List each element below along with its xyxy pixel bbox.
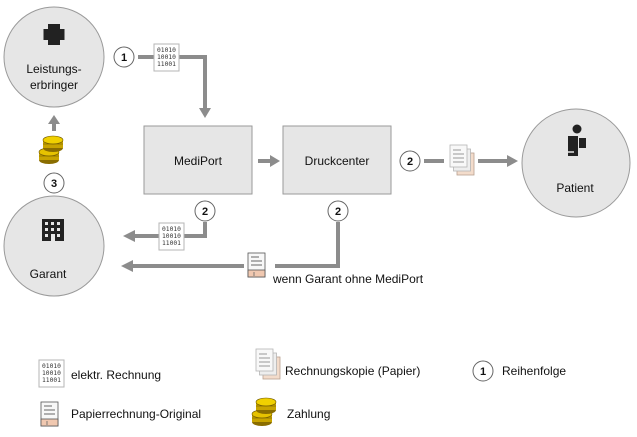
paper-original-icon bbox=[247, 252, 266, 278]
svg-text:01010: 01010 bbox=[157, 47, 176, 54]
node-mediport: MediPort bbox=[143, 125, 253, 195]
svg-text:10010: 10010 bbox=[157, 54, 176, 61]
legend-paper-copy-icon bbox=[255, 348, 281, 380]
leistungserbringer-label-2: erbringer bbox=[30, 78, 78, 92]
legend-electronic-invoice-icon: 01010 10010 11001 bbox=[38, 359, 65, 388]
legend-label-zahlung: Zahlung bbox=[287, 407, 330, 421]
medical-cross-icon bbox=[43, 24, 65, 45]
svg-text:01010: 01010 bbox=[162, 226, 181, 233]
annotation-garant-ohne-mediport: wenn Garant ohne MediPort bbox=[272, 272, 424, 286]
electronic-invoice-icon: 01010 10010 11001 bbox=[153, 43, 180, 72]
leistungserbringer-label-1: Leistungs- bbox=[26, 62, 81, 76]
svg-text:3: 3 bbox=[51, 178, 57, 190]
legend-step-marker: 1 bbox=[472, 360, 494, 382]
svg-text:10010: 10010 bbox=[162, 233, 181, 240]
electronic-invoice-icon: 01010 10010 11001 bbox=[158, 222, 185, 251]
node-leistungserbringer: Leistungs- erbringer bbox=[3, 6, 105, 108]
step-marker-2-mediport-garant: 2 bbox=[194, 200, 216, 222]
svg-text:1: 1 bbox=[121, 52, 127, 64]
legend-label-rechnungskopie: Rechnungskopie (Papier) bbox=[285, 364, 420, 378]
svg-text:2: 2 bbox=[407, 156, 413, 168]
svg-text:01010: 01010 bbox=[42, 363, 61, 370]
node-patient: Patient bbox=[521, 108, 631, 218]
arrow-druckcenter-to-patient bbox=[424, 155, 518, 167]
svg-text:11001: 11001 bbox=[42, 377, 61, 384]
svg-text:10010: 10010 bbox=[42, 370, 61, 377]
arrow-mediport-to-garant bbox=[123, 222, 207, 242]
svg-text:11001: 11001 bbox=[157, 61, 176, 68]
node-druckcenter: Druckcenter bbox=[282, 125, 392, 195]
node-garant: Garant bbox=[3, 195, 105, 297]
step-marker-3: 3 bbox=[43, 172, 65, 194]
arrow-druckcenter-to-garant bbox=[121, 222, 340, 272]
paper-copy-icon bbox=[449, 144, 475, 176]
svg-text:2: 2 bbox=[335, 206, 341, 218]
arrow-mediport-to-druckcenter bbox=[258, 155, 280, 167]
legend: 01010 10010 11001 elektr. Rechnung Papie… bbox=[38, 348, 566, 427]
legend-payment-coins-icon bbox=[251, 397, 277, 427]
payment-coins-icon bbox=[38, 135, 64, 165]
svg-text:2: 2 bbox=[202, 206, 208, 218]
mediport-label: MediPort bbox=[174, 154, 223, 168]
svg-text:11001: 11001 bbox=[162, 240, 181, 247]
step-marker-2-druckcenter-garant: 2 bbox=[327, 200, 349, 222]
druckcenter-label: Druckcenter bbox=[305, 154, 370, 168]
legend-label-reihenfolge: Reihenfolge bbox=[502, 364, 566, 378]
arrow-garant-to-leistungserbringer bbox=[48, 115, 60, 131]
step-marker-2-druckcenter-patient: 2 bbox=[399, 150, 421, 172]
person-icon bbox=[568, 124, 586, 156]
step-marker-1: 1 bbox=[113, 46, 135, 68]
building-icon bbox=[42, 219, 64, 241]
svg-text:1: 1 bbox=[480, 366, 486, 378]
garant-label: Garant bbox=[30, 267, 67, 281]
legend-label-elektr-rechnung: elektr. Rechnung bbox=[71, 368, 161, 382]
patient-label: Patient bbox=[556, 181, 594, 195]
legend-paper-original-icon bbox=[40, 401, 59, 427]
legend-label-papierrechnung-original: Papierrechnung-Original bbox=[71, 407, 201, 421]
